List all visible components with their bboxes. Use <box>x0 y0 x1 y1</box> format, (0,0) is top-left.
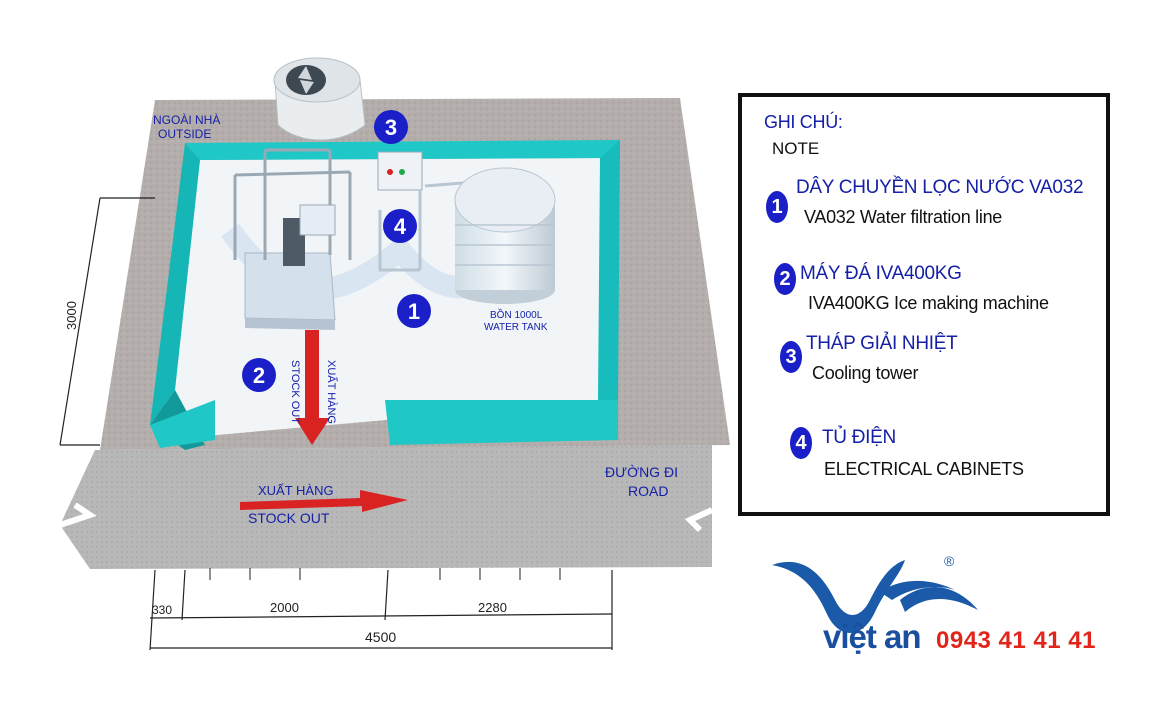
legend-num-1: 1 <box>766 191 788 223</box>
front-wall-right <box>385 400 618 445</box>
stock-out-arrow-vertical <box>295 330 330 445</box>
tank-label-1: BỒN 1000L <box>490 308 543 321</box>
dim-segment-c: 2280 <box>478 600 507 615</box>
svg-text:2: 2 <box>253 363 265 388</box>
legend-num-3: 3 <box>780 341 802 373</box>
dim-left-depth: 3000 <box>64 301 79 330</box>
front-wall-left <box>150 400 215 448</box>
dim-segment-a: 330 <box>152 603 172 617</box>
legend-item-3-vi: THÁP GIẢI NHIỆT <box>806 333 958 354</box>
cooling-tower <box>273 57 366 141</box>
filtration-frame <box>233 148 352 260</box>
outside-label-vi: NGOÀI NHÀ <box>153 112 220 127</box>
vertical-stock-out-en: STOCK OUT <box>289 360 301 424</box>
legend-subtitle: NOTE <box>772 139 820 158</box>
legend-item-3-en: Cooling tower <box>812 363 919 383</box>
svg-text:1: 1 <box>408 299 420 324</box>
legend-item-2-vi: MÁY ĐÁ IVA400KG <box>800 263 962 284</box>
svg-text:3: 3 <box>385 115 397 140</box>
dimension-lines <box>59 197 613 651</box>
road-band <box>60 445 712 569</box>
legend-item-2-en: IVA400KG Ice making machine <box>808 293 1049 313</box>
tank-label-2: WATER TANK <box>484 322 548 333</box>
marker-1: 1 <box>397 294 431 328</box>
right-wall <box>598 140 620 400</box>
dim-segment-b: 2000 <box>270 600 299 615</box>
legend-num-2: 2 <box>774 263 796 295</box>
back-wall <box>185 140 620 160</box>
legend-item-4-vi: TỦ ĐIỆN <box>822 427 896 448</box>
left-wall <box>150 143 200 425</box>
legend-title: GHI CHÚ: <box>764 112 843 132</box>
stock-out-label-vi: XUẤT HÀNG <box>258 483 334 498</box>
brand-name: việt an <box>823 618 922 655</box>
dim-total-width: 4500 <box>365 629 396 645</box>
legend-item-1-vi: DÂY CHUYỀN LỌC NƯỚC VA032 <box>796 177 1084 198</box>
brand-registered-mark: ® <box>944 553 955 569</box>
marker-4: 4 <box>383 209 417 243</box>
road-label-en: ROAD <box>628 483 668 499</box>
marker-3: 3 <box>374 110 408 144</box>
legend-item-4-en: ELECTRICAL CABINETS <box>824 459 1024 479</box>
stock-out-arrow-horizontal <box>240 490 408 512</box>
marker-2: 2 <box>242 358 276 392</box>
road-label-vi: ĐƯỜNG ĐI <box>605 464 678 480</box>
brand-phone: 0943 41 41 41 <box>936 627 1096 654</box>
outside-label-en: OUTSIDE <box>158 127 211 141</box>
water-tank <box>454 167 556 304</box>
legend-box: GHI CHÚ: NOTE 1 DÂY CHUYỀN LỌC NƯỚC VA03… <box>738 93 1110 516</box>
svg-text:4: 4 <box>394 214 407 239</box>
legend-item-1-en: VA032 Water filtration line <box>804 207 1002 227</box>
legend-num-4: 4 <box>790 427 812 459</box>
brand-logo-mark <box>772 560 978 633</box>
stock-out-label-en: STOCK OUT <box>248 510 330 526</box>
vertical-stock-out-vi: XUẤT HÀNG <box>325 360 338 424</box>
